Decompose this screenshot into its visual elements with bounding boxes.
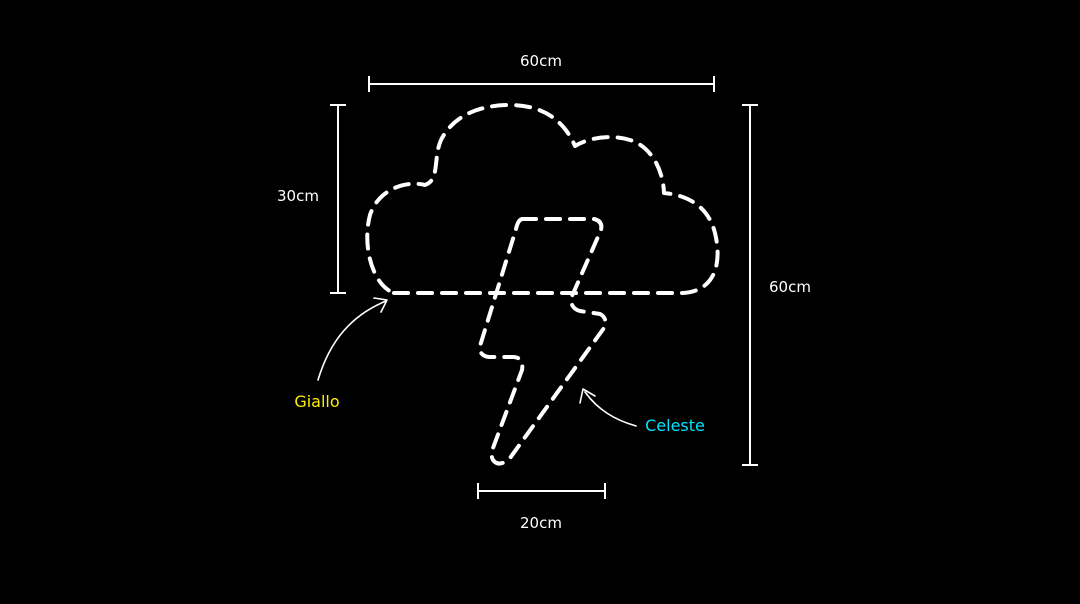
bottom-width-label: 20cm xyxy=(520,514,562,532)
top-width-dimension: 60cm xyxy=(368,52,715,92)
lightning-bolt-outline xyxy=(477,217,608,466)
top-width-label: 60cm xyxy=(520,52,562,70)
bolt-arrow-line xyxy=(584,391,637,427)
cloud-arrow-line xyxy=(317,300,387,381)
bolt-arrow-head xyxy=(579,388,596,404)
bottom-width-dimension: 20cm xyxy=(477,483,606,532)
right-height-dimension: 60cm xyxy=(742,104,811,466)
bolt-color-arrow xyxy=(579,388,637,427)
cloud-arrow-head xyxy=(373,297,388,313)
bolt-color-label: Celeste xyxy=(645,416,705,435)
right-height-label: 60cm xyxy=(769,278,811,296)
cloud-outline xyxy=(365,103,720,295)
cloud-color-arrow xyxy=(317,297,388,381)
left-height-dimension: 30cm xyxy=(277,104,346,294)
left-height-label: 30cm xyxy=(277,187,319,205)
cloud-color-label: Giallo xyxy=(294,392,339,411)
